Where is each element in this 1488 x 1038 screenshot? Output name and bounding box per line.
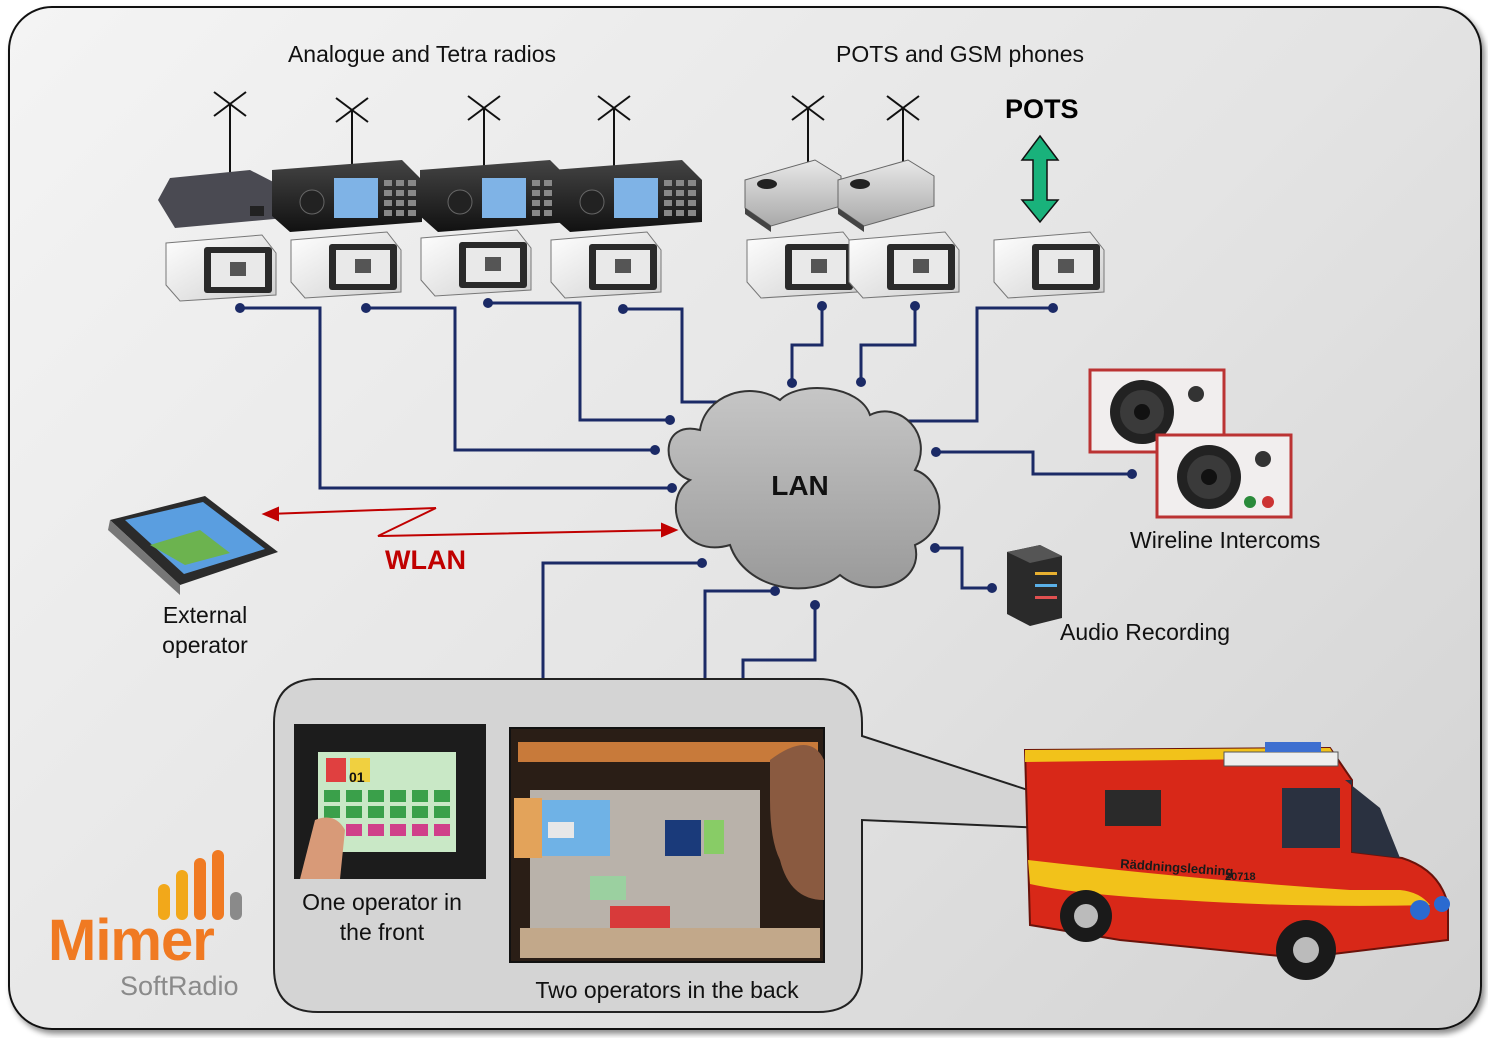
wlan-label: WLAN: [385, 545, 466, 575]
gsm-modem-icon: [744, 159, 935, 233]
front-operator-label: One operator in the front: [302, 889, 462, 945]
cloud-icon: [667, 387, 941, 590]
intercom-icon: [1088, 368, 1293, 519]
logo-subtitle: SoftRadio: [120, 971, 239, 1001]
vehicle-icon: Räddningsledning 20718: [1023, 742, 1450, 980]
logo-name: Mimer: [48, 908, 215, 973]
server-icon: [1007, 545, 1062, 626]
radio-device-icon: [158, 159, 703, 233]
touch-panel-number: 01: [349, 769, 365, 785]
tablet-icon: [108, 496, 278, 595]
lan-links: [240, 301, 1132, 715]
lan-label: LAN: [771, 470, 829, 501]
phones-title: POTS and GSM phones: [835, 41, 1084, 67]
gateway-box-icon: [165, 229, 1105, 302]
logo-bars-icon: [158, 850, 242, 920]
pots-label: POTS: [1005, 94, 1079, 124]
vehicle-number: 20718: [1225, 871, 1256, 883]
operator-station-photo: [509, 727, 825, 963]
mimer-logo: Mimer SoftRadio: [48, 845, 248, 1005]
external-operator-label: External operator: [162, 602, 248, 658]
audio-recording-label: Audio Recording: [1060, 619, 1231, 645]
touch-panel-icon: 01: [294, 724, 486, 879]
wlan-link: [261, 506, 679, 538]
radios-title: Analogue and Tetra radios: [287, 41, 557, 67]
wireline-intercoms-label: Wireline Intercoms: [1130, 527, 1321, 553]
back-operators-label: Two operators in the back: [535, 977, 799, 1003]
pots-arrow-icon: [1020, 134, 1060, 224]
